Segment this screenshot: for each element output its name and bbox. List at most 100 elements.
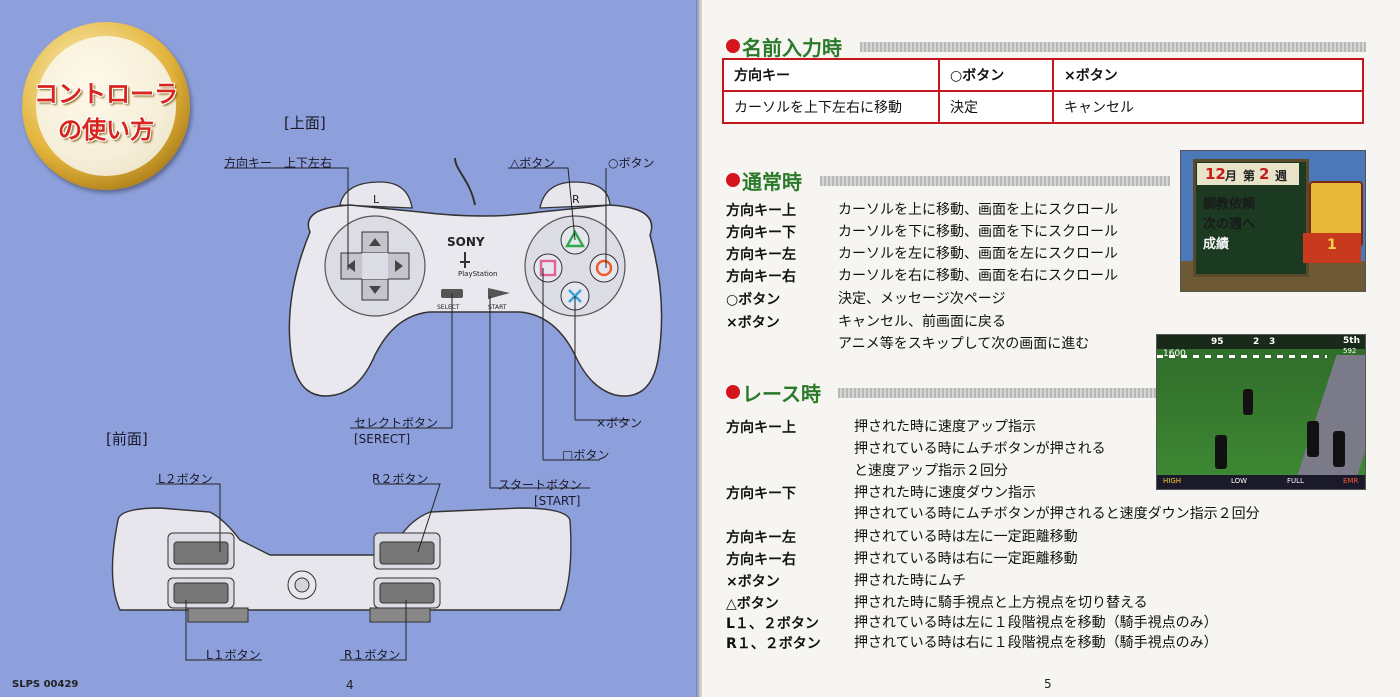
game-screenshot-menu: 12 月 第 2 週 調教依頼 次の週へ 成績 1	[1180, 150, 1366, 292]
hud-bar-label: LOW	[1231, 477, 1248, 485]
race-key: △ボタン	[726, 596, 779, 612]
race-desc: 押された時に騎手視点と上方視点を切り替える	[854, 595, 1148, 611]
square-callout: □ボタン	[562, 448, 610, 462]
race-key: ×ボタン	[726, 574, 780, 590]
cross-callout: ×ボタン	[596, 416, 643, 430]
book-spine	[696, 0, 704, 697]
select-small-text: SELECT	[437, 304, 460, 311]
normal-desc: カーソルを下に移動、画面を下にスクロール	[838, 224, 1118, 240]
r2-callout: R２ボタン	[372, 472, 429, 486]
badge-title-line1: コントローラ	[34, 80, 178, 108]
race-desc: 押されている時にムチボタンが押されると速度ダウン指示２回分	[854, 506, 1260, 522]
race-desc: 押された時に速度ダウン指示	[854, 485, 1036, 501]
controller-diagram: L R SONY PlayStation SELECT START	[111, 157, 663, 661]
value-dpad: カーソルを上下左右に移動	[722, 90, 940, 124]
l-shoulder-letter: L	[373, 193, 380, 206]
normal-key: ○ボタン	[726, 292, 781, 308]
normal-key: ×ボタン	[726, 315, 780, 331]
hud-number-1: 95	[1211, 337, 1224, 347]
hud-bar-label: EMR	[1343, 477, 1359, 485]
hud-number-2: 2	[1253, 337, 1260, 347]
start-callout: スタートボタン	[498, 478, 583, 492]
race-key: L１、２ボタン	[726, 616, 819, 632]
page-number-left: 4	[346, 678, 354, 692]
race-desc: 押されている時にムチボタンが押される	[854, 441, 1106, 457]
select-callout: セレクトボタン	[354, 416, 439, 430]
race-desc: 押されている時は左に１段階視点を移動（騎手視点のみ）	[854, 615, 1218, 631]
race-key: 方向キー上	[726, 420, 796, 436]
race-key: R１、２ボタン	[726, 636, 821, 652]
left-page: コントローラ の使い方 [上面] [前面] L R SONY	[0, 0, 698, 697]
l2-callout: L２ボタン	[158, 472, 213, 486]
hud-position: 5th	[1343, 336, 1360, 346]
race-desc: と速度アップ指示２回分	[854, 463, 1008, 479]
select-en-callout: [SERECT]	[354, 432, 411, 446]
section-title-normal: 通常時	[742, 170, 802, 194]
header-dpad: 方向キー	[722, 58, 940, 92]
title-badge: コントローラ の使い方	[22, 22, 190, 190]
l1-callout: L１ボタン	[206, 648, 261, 662]
dpad-callout: 方向キー 上下左右	[224, 156, 333, 170]
brand-text: SONY	[447, 235, 485, 249]
race-desc: 押された時にムチ	[854, 573, 966, 589]
calendar-week-unit: 週	[1275, 169, 1288, 183]
hud-bar-label: FULL	[1287, 477, 1304, 485]
horse-figure	[1333, 431, 1345, 467]
calendar-week-prefix: 第	[1243, 169, 1256, 183]
start-small-text: START	[488, 304, 507, 311]
horse-figure	[1307, 421, 1319, 457]
section-normal: 通常時	[726, 168, 1170, 194]
normal-desc: カーソルを右に移動、画面を右にスクロール	[838, 268, 1118, 284]
normal-key: 方向キー右	[726, 269, 796, 285]
normal-desc: カーソルを上に移動、画面を上にスクロール	[838, 202, 1118, 218]
normal-key: 方向キー左	[726, 247, 796, 263]
section-title-race: レース時	[742, 382, 821, 406]
header-cross: ×ボタン	[1052, 58, 1364, 92]
horse-figure	[1243, 389, 1253, 415]
podium-rank: 1	[1327, 237, 1337, 253]
calendar-month-unit: 月	[1225, 169, 1238, 183]
race-desc: 押された時に速度アップ指示	[854, 419, 1036, 435]
front-view-label: [前面]	[106, 430, 148, 448]
name-entry-table: 方向キー ○ボタン ×ボタン カーソルを上下左右に移動 決定 キャンセル	[722, 58, 1364, 124]
product-code: SLPS 00429	[12, 679, 79, 690]
game-menu-item: 調教依頼	[1203, 197, 1256, 212]
game-screenshot-race: 1600 95 2 3 5th 592 HIGH LOW FULL EMR	[1156, 334, 1366, 490]
hud-small-value: 592	[1343, 347, 1357, 355]
hud-bar-label: HIGH	[1163, 477, 1182, 485]
hud-number-3: 3	[1269, 337, 1276, 347]
header-circle: ○ボタン	[938, 58, 1054, 92]
badge-title-line2: の使い方	[58, 116, 154, 144]
start-en-callout: [START]	[534, 494, 581, 508]
top-view-label: [上面]	[284, 114, 326, 132]
value-cross: キャンセル	[1052, 90, 1364, 124]
race-desc: 押されている時は左に一定距離移動	[854, 529, 1078, 545]
normal-desc: 決定、メッセージ次ページ	[838, 291, 1006, 307]
race-key: 方向キー右	[726, 552, 796, 568]
normal-key: 方向キー上	[726, 203, 796, 219]
race-desc: 押されている時は右に１段階視点を移動（騎手視点のみ）	[854, 635, 1218, 651]
r-shoulder-letter: R	[572, 193, 580, 206]
r1-callout: R１ボタン	[344, 648, 401, 662]
race-key: 方向キー下	[726, 486, 796, 502]
normal-key: 方向キー下	[726, 225, 796, 241]
hud-distance: 1600	[1163, 349, 1186, 359]
section-name-entry: 名前入力時	[726, 34, 1366, 60]
calendar-week: 2	[1259, 165, 1270, 183]
page-number-right: 5	[1044, 677, 1052, 691]
normal-desc: アニメ等をスキップして次の画面に進む	[838, 336, 1090, 352]
section-race: レース時	[726, 380, 1160, 406]
game-menu-item: 次の週へ	[1203, 217, 1256, 232]
horse-figure	[1215, 435, 1227, 469]
race-desc: 押されている時は右に一定距離移動	[854, 551, 1078, 567]
triangle-callout: △ボタン	[510, 156, 556, 170]
value-circle: 決定	[938, 90, 1054, 124]
normal-desc: カーソルを左に移動、画面を左にスクロール	[838, 246, 1118, 262]
calendar-month: 12	[1205, 165, 1226, 183]
game-menu-item: 成績	[1203, 237, 1230, 252]
section-title-name-entry: 名前入力時	[742, 36, 842, 60]
race-key: 方向キー左	[726, 530, 796, 546]
circle-callout: ○ボタン	[608, 156, 655, 170]
normal-desc: キャンセル、前画面に戻る	[838, 314, 1006, 330]
logo-text: PlayStation	[458, 270, 497, 278]
